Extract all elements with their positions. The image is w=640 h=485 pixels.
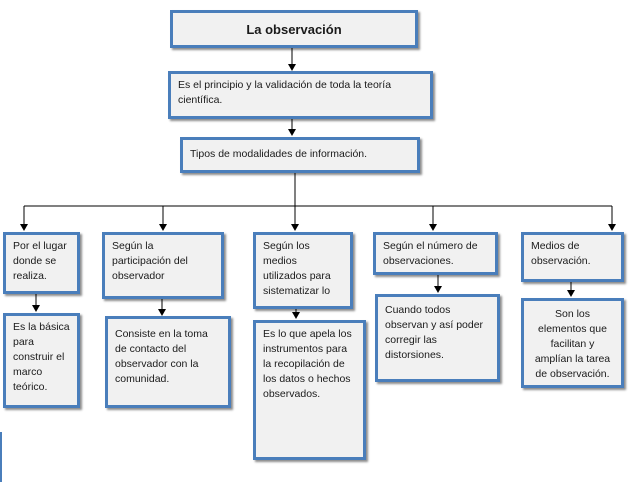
column-1-heading-box: Por el lugar donde se realiza. — [3, 232, 80, 294]
column-5-heading-box: Medios de observación. — [521, 232, 624, 282]
column-1-detail-box: Es la básica para construir el marco teó… — [3, 313, 80, 408]
column-2-heading: Según la participación del observador — [112, 240, 188, 282]
column-3-heading-box: Según los medios utilizados para sistema… — [253, 232, 353, 309]
column-1-heading: Por el lugar donde se realiza. — [13, 240, 67, 282]
column-3-heading: Según los medios utilizados para sistema… — [263, 240, 331, 297]
column-4-heading: Según el número de observaciones. — [383, 240, 478, 267]
page-title: La observación — [246, 21, 342, 37]
column-5-detail: Son los elementos que facilitan y amplía… — [534, 308, 611, 380]
column-3-detail: Es lo que apela los instrumentos para la… — [263, 328, 352, 400]
left-edge-divider — [0, 432, 2, 482]
column-1-detail: Es la básica para construir el marco teó… — [13, 321, 70, 393]
column-4-detail-box: Cuando todos observan y así poder correg… — [375, 294, 500, 382]
column-4-detail: Cuando todos observan y así poder correg… — [385, 304, 484, 361]
column-5-heading: Medios de observación. — [531, 240, 591, 267]
column-2-heading-box: Según la participación del observador — [102, 232, 224, 299]
title-box: La observación — [170, 10, 418, 48]
definition-box: Es el principio y la validación de toda … — [168, 71, 433, 119]
column-5-detail-box: Son los elementos que facilitan y amplía… — [521, 298, 624, 388]
column-4-heading-box: Según el número de observaciones. — [373, 232, 498, 275]
column-3-detail-box: Es lo que apela los instrumentos para la… — [253, 320, 366, 460]
modalities-text: Tipos de modalidades de información. — [190, 148, 368, 160]
definition-text: Es el principio y la validación de toda … — [178, 79, 392, 106]
column-2-detail: Consiste en la toma de contacto del obse… — [115, 328, 208, 385]
column-2-detail-box: Consiste en la toma de contacto del obse… — [105, 316, 231, 408]
modalities-box: Tipos de modalidades de información. — [180, 137, 420, 173]
